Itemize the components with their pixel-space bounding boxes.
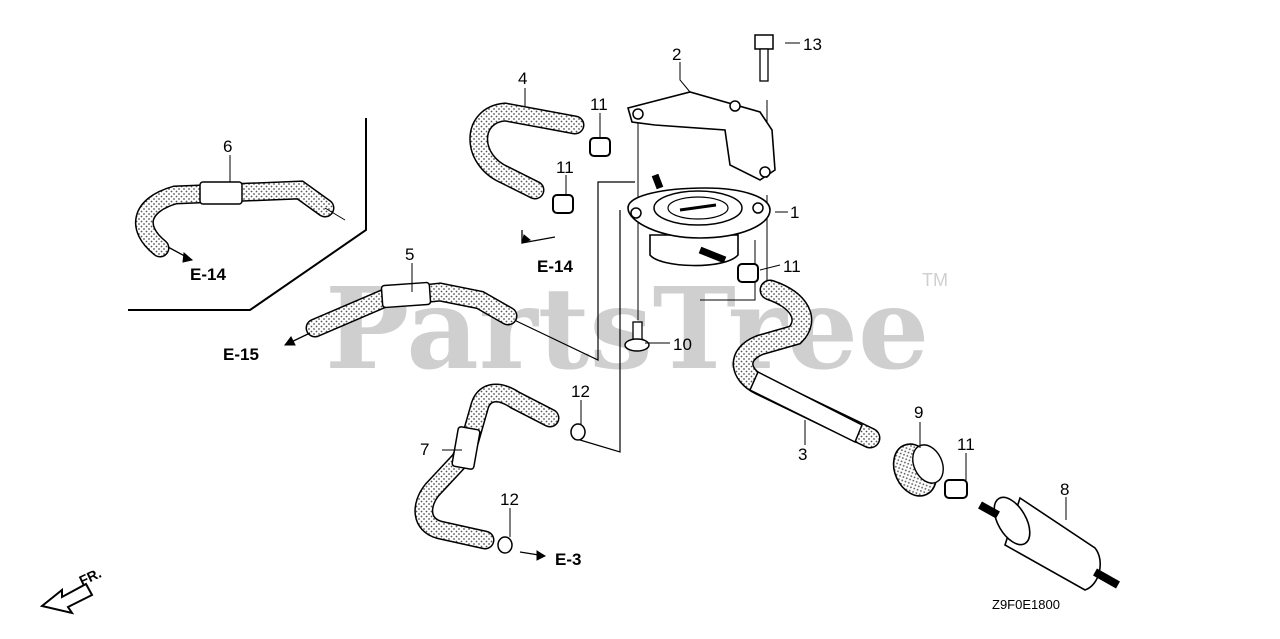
clamp-part-11	[552, 137, 968, 499]
fuel-pump-part-1	[627, 173, 771, 267]
bolt-part-13	[754, 34, 774, 82]
reference-arrows	[167, 230, 556, 561]
section-border-left	[128, 118, 367, 311]
hose-part-6	[134, 180, 346, 258]
reference-e15: E-15	[223, 345, 259, 364]
reference-e14-center: E-14	[537, 257, 573, 276]
leader-line-11c	[700, 240, 756, 301]
diagram-code: Z9F0E1800	[992, 597, 1060, 612]
callout-1: 1	[790, 203, 799, 222]
callout-6: 6	[223, 137, 232, 156]
callout-12-lower: 12	[500, 490, 519, 509]
callout-7: 7	[420, 440, 429, 459]
fuel-filter-part-8	[978, 496, 1120, 591]
bracket-line-pump	[509, 181, 635, 361]
callout-11-top: 11	[590, 95, 608, 114]
watermark-trademark: TM	[922, 270, 948, 290]
reference-e3: E-3	[555, 550, 581, 569]
callout-3: 3	[798, 445, 807, 464]
callout-11-filter: 11	[957, 435, 975, 454]
callout-8: 8	[1060, 480, 1069, 499]
callout-13: 13	[803, 35, 822, 54]
reference-e14-left: E-14	[190, 265, 226, 284]
front-direction-arrow-icon: FR.	[39, 565, 104, 615]
callout-4: 4	[518, 69, 527, 88]
callout-5: 5	[405, 245, 414, 264]
screw-part-10	[624, 321, 650, 352]
callout-9: 9	[914, 403, 923, 422]
front-label: FR.	[77, 565, 104, 589]
clip-part-12	[497, 423, 586, 554]
hose-part-5	[305, 281, 518, 338]
hose-part-4	[469, 102, 585, 200]
hose-part-7	[414, 383, 560, 550]
bracket-part-2	[627, 91, 776, 181]
callout-12-upper: 12	[571, 382, 590, 401]
bracket-line-tube7	[579, 210, 621, 453]
callout-10: 10	[673, 335, 692, 354]
leader-lines	[229, 42, 1067, 537]
callout-11-pump: 11	[783, 257, 801, 276]
hose-part-3	[732, 279, 881, 449]
callout-2: 2	[672, 45, 681, 64]
callout-11-upper: 11	[556, 158, 574, 177]
grommet-part-9	[892, 443, 944, 497]
